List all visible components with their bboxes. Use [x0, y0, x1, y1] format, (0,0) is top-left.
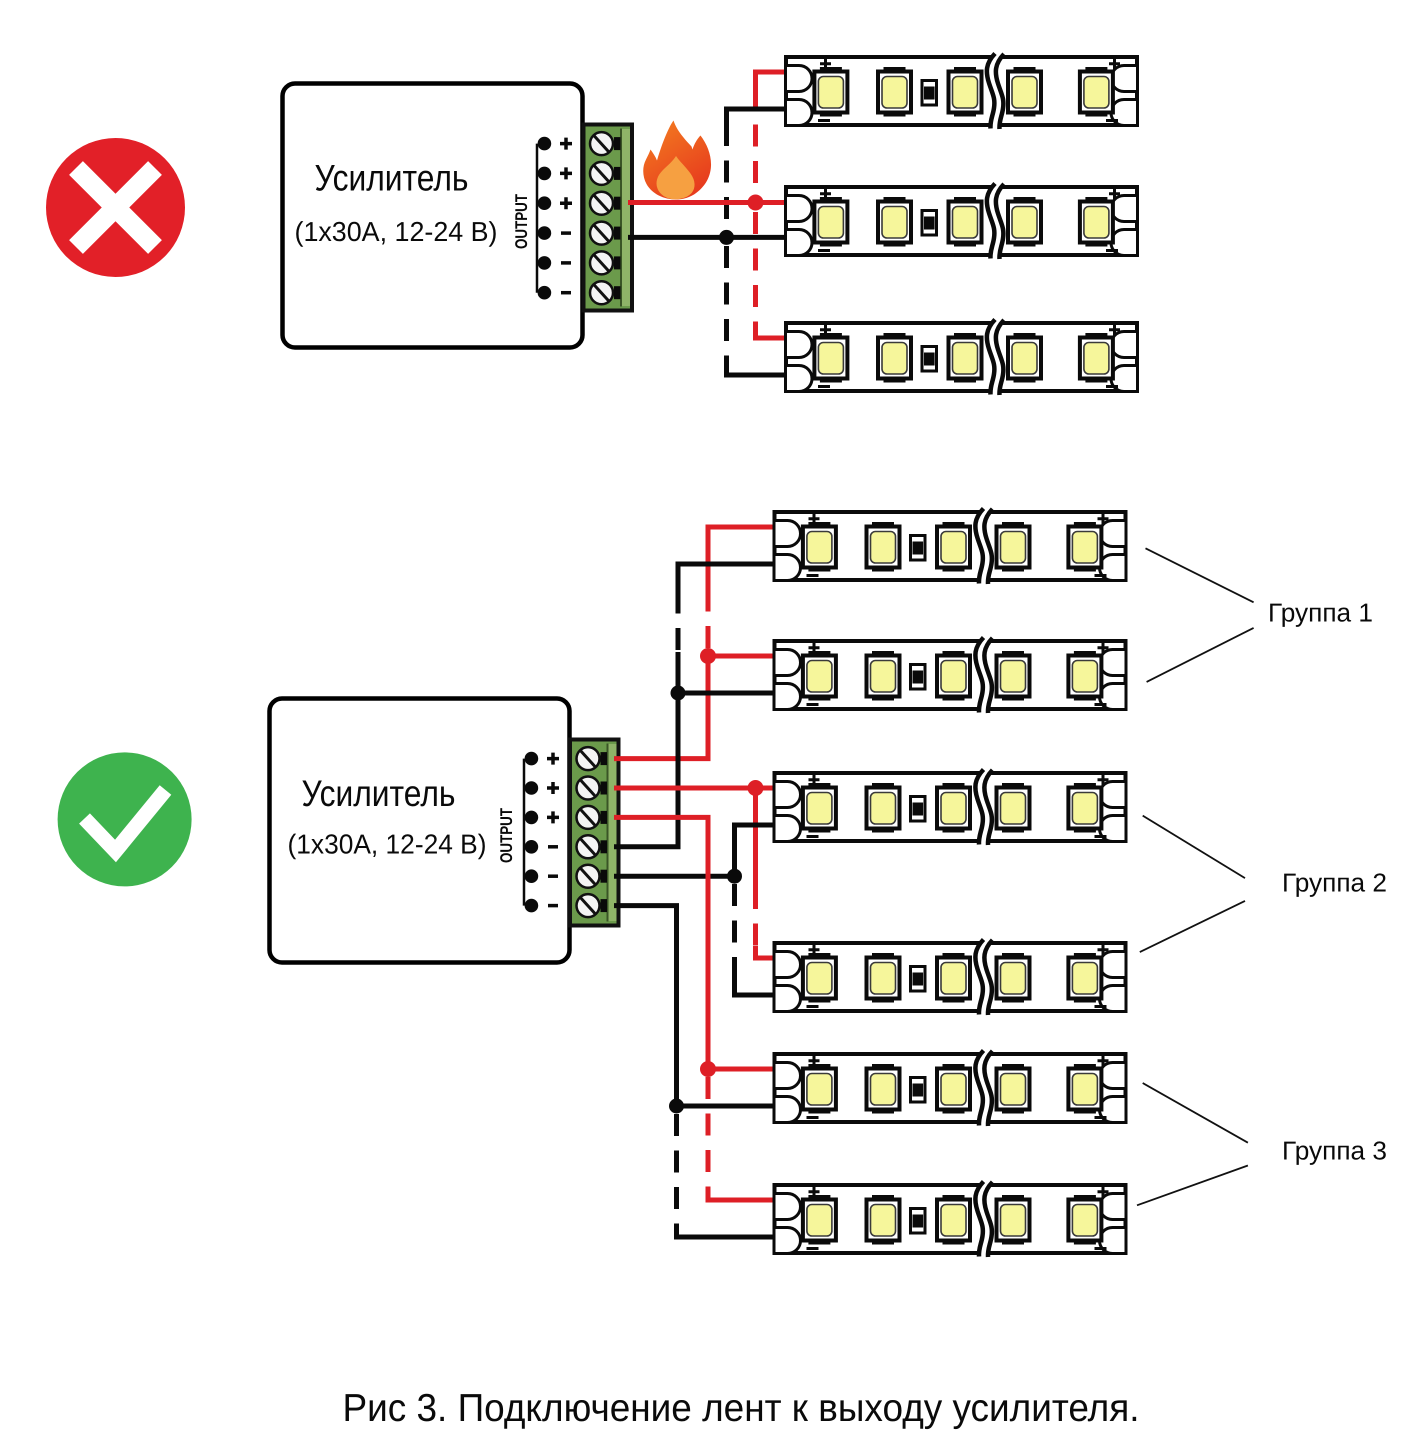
svg-text:OUTPUT: OUTPUT	[512, 194, 531, 249]
svg-text:Рис 3. Подключение лент к выхо: Рис 3. Подключение лент к выходу усилите…	[343, 1387, 1140, 1430]
svg-text:(1х30А, 12-24 В): (1х30А, 12-24 В)	[295, 216, 498, 247]
svg-text:Группа 1: Группа 1	[1268, 598, 1373, 628]
svg-text:Группа 2: Группа 2	[1282, 868, 1387, 898]
svg-text:Группа 3: Группа 3	[1282, 1136, 1387, 1166]
svg-text:Усилитель: Усилитель	[302, 773, 456, 814]
svg-text:OUTPUT: OUTPUT	[497, 808, 516, 863]
svg-text:Усилитель: Усилитель	[315, 158, 469, 199]
svg-text:(1х30А, 12-24 В): (1х30А, 12-24 В)	[288, 829, 487, 860]
